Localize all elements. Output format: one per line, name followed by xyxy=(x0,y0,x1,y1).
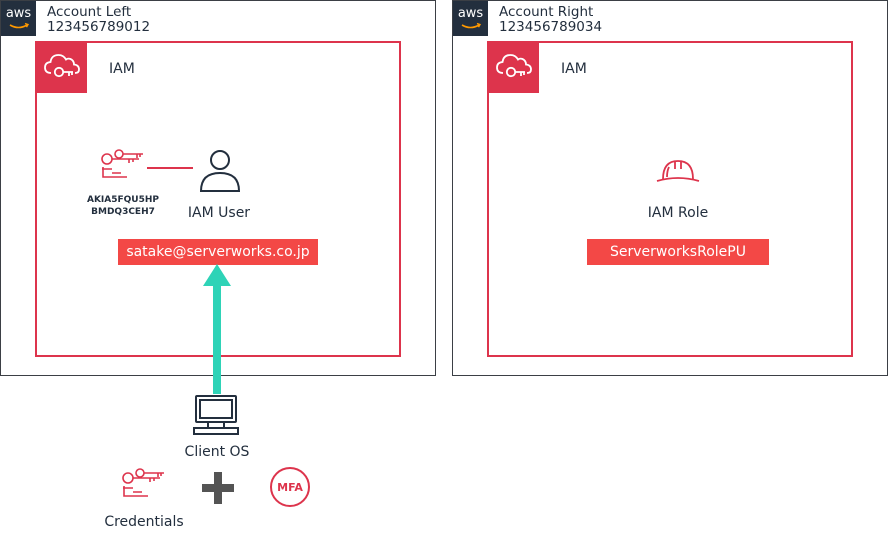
iam-group-right: IAM IAM Role ServerworksRolePU xyxy=(487,41,853,357)
iam-cloud-key-icon xyxy=(37,43,87,93)
access-key-id: AKIA5FQU5HP BMDQ3CEH7 xyxy=(81,194,165,218)
iam-role-hardhat-icon xyxy=(656,160,700,182)
account-right: aws Account Right 123456789034 IAM xyxy=(452,0,888,376)
iam-user-icon xyxy=(199,150,241,192)
user-key-connector xyxy=(147,167,193,169)
iam-role-caption: IAM Role xyxy=(647,205,709,221)
account-left-title: Account Left 123456789012 xyxy=(47,5,150,35)
iam-label-left: IAM xyxy=(109,61,135,77)
login-arrow xyxy=(203,264,231,394)
client-os-computer-icon xyxy=(193,395,239,435)
account-left-name: Account Left xyxy=(47,4,132,20)
credentials-caption: Credentials xyxy=(104,514,184,530)
iam-cloud-key-icon xyxy=(489,43,539,93)
aws-logo-icon: aws xyxy=(1,1,36,36)
iam-group-left: IAM AKIA5FQU5HP BMDQ3CEH7 IAM U xyxy=(35,41,401,357)
account-right-name: Account Right xyxy=(499,4,594,20)
login-arrow-shaft xyxy=(213,284,221,394)
iam-label-right: IAM xyxy=(561,61,587,77)
mfa-icon: MFA xyxy=(270,467,310,507)
access-key-id-line1: AKIA5FQU5HP xyxy=(86,195,159,205)
iam-user-caption: IAM User xyxy=(187,205,251,221)
plus-icon xyxy=(202,472,234,504)
credentials-key-icon xyxy=(122,468,164,497)
mfa-label: MFA xyxy=(277,480,303,494)
account-right-title: Account Right 123456789034 xyxy=(499,5,602,35)
aws-logo-icon: aws xyxy=(453,1,488,36)
account-left-id: 123456789012 xyxy=(47,19,151,35)
access-key-icon xyxy=(101,149,143,178)
client-os-caption: Client OS xyxy=(184,444,250,460)
account-right-id: 123456789034 xyxy=(499,19,603,35)
iam-role-name-label: ServerworksRolePU xyxy=(587,239,769,265)
access-key-id-line2: BMDQ3CEH7 xyxy=(91,207,155,217)
iam-user-email-label: satake@serverworks.co.jp xyxy=(118,239,318,265)
login-arrow-head xyxy=(203,264,231,286)
